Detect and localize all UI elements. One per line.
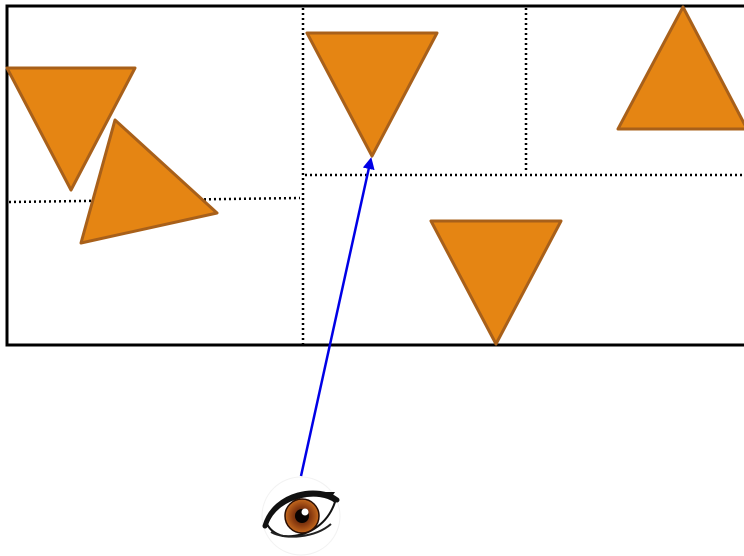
triangle-t3 bbox=[305, 31, 439, 158]
eye-icon bbox=[261, 476, 341, 556]
arrow-icon bbox=[299, 157, 375, 477]
triangle-t5 bbox=[429, 219, 563, 346]
triangle-t4 bbox=[616, 5, 744, 131]
triangle-t2 bbox=[79, 118, 219, 245]
room-frame bbox=[5, 4, 744, 347]
triangles bbox=[5, 5, 744, 346]
triangle-t1 bbox=[5, 66, 137, 192]
